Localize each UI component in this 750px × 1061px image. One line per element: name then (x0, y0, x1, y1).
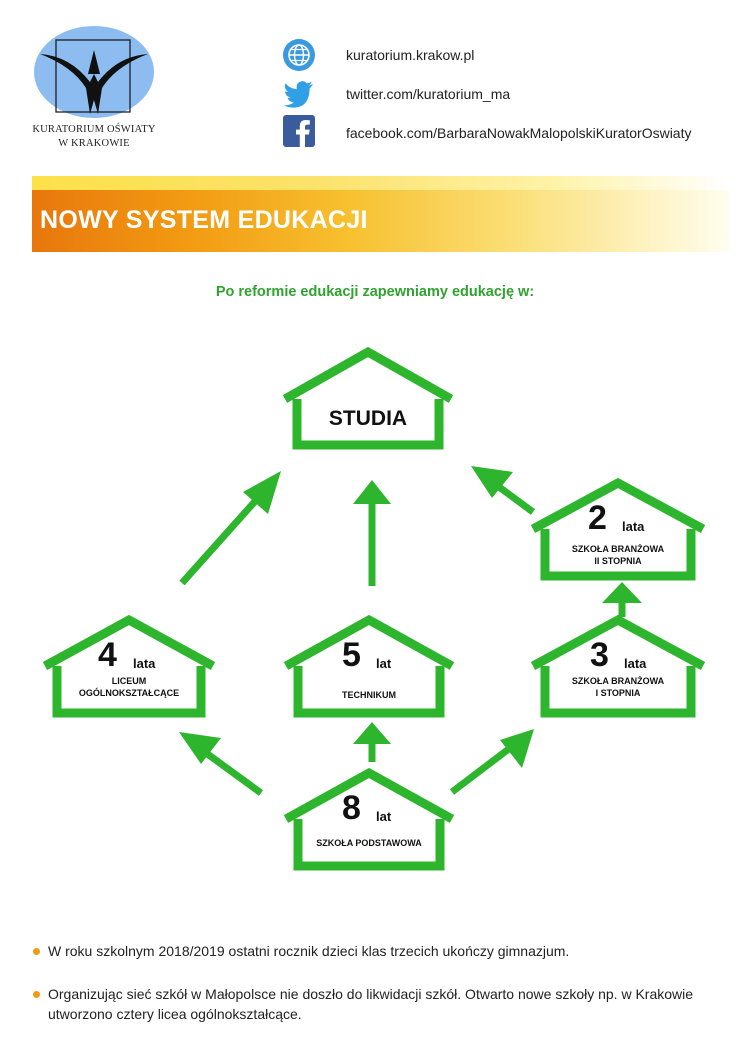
facebook-link[interactable]: facebook.com/BarbaraNowakMalopolskiKurat… (346, 125, 692, 141)
twitter-icon[interactable] (282, 76, 316, 110)
liceum-years: 4 (98, 636, 117, 674)
bullet-text-1: W roku szkolnym 2018/2019 ostatni roczni… (48, 943, 570, 959)
branzowa1-name-2: I STOPNIA (595, 688, 641, 698)
house-liceum (42, 614, 216, 718)
branzowa1-years: 3 (590, 636, 609, 674)
studia-label: STUDIA (328, 407, 408, 430)
arrow-podstawowa-to-branzowa1 (449, 729, 534, 795)
liceum-name-1: LICEUM (111, 676, 147, 686)
podstawowa-unit: lat (376, 809, 392, 824)
house-podstawowa (283, 767, 455, 871)
kuratorium-logo (34, 26, 154, 118)
arrow-branzowa1-to-branzowa2 (602, 582, 642, 617)
education-system-diagram (42, 346, 706, 871)
globe-icon[interactable] (282, 38, 316, 72)
house-branzowa-2 (530, 477, 706, 581)
branzowa2-name-1: SZKOŁA BRANŻOWA (571, 544, 665, 554)
technikum-name: TECHNIKUM (342, 690, 396, 700)
logo-line2: W KRAKOWIE (58, 138, 130, 149)
banner-title: NOWY SYSTEM EDUKACJI (40, 206, 368, 234)
house-studia (282, 346, 454, 450)
bullet-text-2: Organizując sieć szkół w Małopolsce nie … (48, 986, 694, 1022)
podstawowa-years: 8 (342, 789, 361, 827)
branzowa1-name-1: SZKOŁA BRANŻOWA (571, 676, 665, 686)
house-branzowa-1 (530, 614, 706, 718)
liceum-unit: lata (133, 656, 156, 671)
technikum-unit: lat (376, 656, 392, 671)
branzowa2-years: 2 (588, 499, 607, 537)
podstawowa-name: SZKOŁA PODSTAWOWA (316, 838, 422, 848)
banner-highlight (32, 176, 730, 190)
diagram-subtitle: Po reformie edukacji zapewniamy edukację… (215, 284, 535, 300)
bullet-dot (33, 991, 40, 998)
arrow-technikum-to-studia (353, 480, 391, 586)
branzowa2-unit: lata (622, 519, 645, 534)
arrow-branzowa2-to-studia (471, 466, 536, 515)
arrow-liceum-to-studia (179, 471, 281, 586)
website-link[interactable]: kuratorium.krakow.pl (346, 47, 475, 63)
branzowa1-unit: lata (624, 656, 647, 671)
bullet-dot (33, 948, 40, 955)
liceum-name-2: OGÓLNOKSZTAŁCĄCE (78, 688, 180, 698)
branzowa2-name-2: II STOPNIA (594, 556, 642, 566)
twitter-link[interactable]: twitter.com/kuratorium_ma (346, 86, 511, 102)
arrow-podstawowa-to-technikum (353, 722, 391, 762)
technikum-years: 5 (342, 636, 361, 674)
facebook-icon[interactable] (282, 114, 316, 148)
arrow-podstawowa-to-liceum (179, 732, 264, 796)
house-technikum (283, 614, 455, 718)
logo-line1: KURATORIUM OŚWIATY (32, 124, 156, 135)
